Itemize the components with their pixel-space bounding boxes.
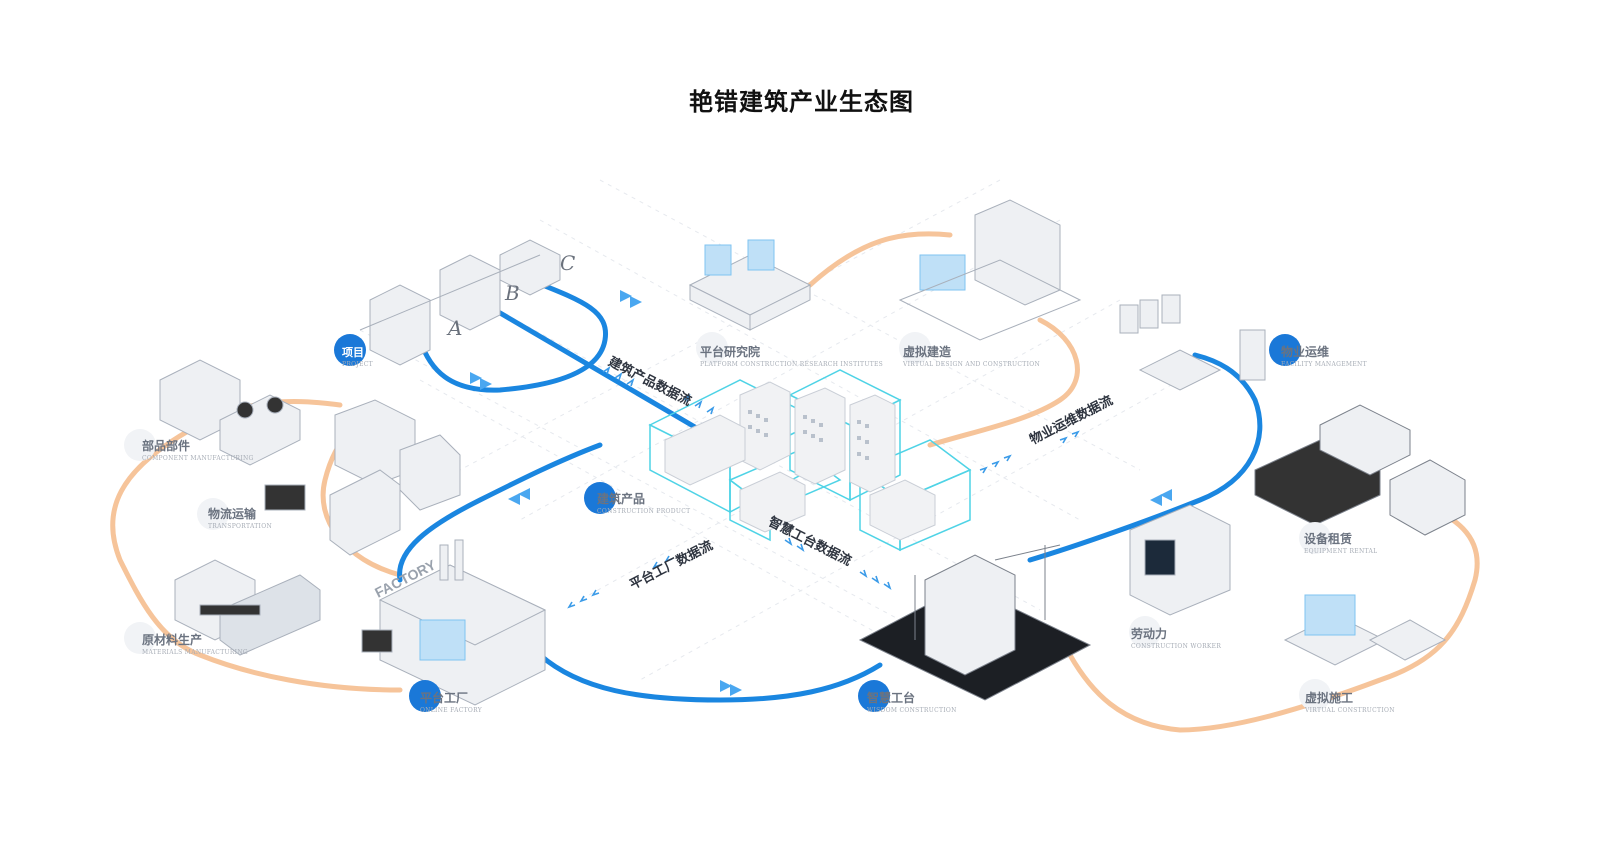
node-product-zh: 建筑产品 bbox=[597, 492, 646, 506]
node-materials: 原材料生产 MATERIALS MANUFACTURING bbox=[142, 631, 248, 656]
node-equipment: 设备租赁 EQUIPMENT RENTAL bbox=[1304, 530, 1377, 555]
node-property-en: FACILITY MANAGEMENT bbox=[1281, 361, 1367, 368]
scene-equipment bbox=[1254, 404, 1466, 536]
scene-factory bbox=[361, 539, 547, 706]
node-badges bbox=[334, 334, 1301, 712]
node-research-en: PLATFORM CONSTRUCTION RESEARCH INSTITUTE… bbox=[700, 361, 884, 368]
node-components: 部品部件 COMPONENT MANUFACTURING bbox=[142, 437, 254, 462]
node-halos bbox=[124, 332, 1331, 711]
node-project: 项目 PROJECT bbox=[342, 344, 373, 368]
node-materials-en: MATERIALS MANUFACTURING bbox=[142, 649, 248, 656]
node-research-zh: 平台研究院 bbox=[700, 345, 761, 359]
node-smart: 智慧工台 WISDOM CONSTRUCTION bbox=[867, 689, 957, 714]
node-virtual-design-en: VIRTUAL DESIGN AND CONSTRUCTION bbox=[903, 361, 1041, 368]
data-flow-arrows bbox=[567, 366, 1080, 609]
node-virtual-build-en: VIRTUAL CONSTRUCTION bbox=[1305, 707, 1395, 714]
node-smart-zh: 智慧工台 bbox=[867, 691, 916, 705]
node-project-en: PROJECT bbox=[342, 361, 373, 368]
grid-label-b: B bbox=[504, 281, 520, 305]
node-logistics: 物流运输 TRANSPORTATION bbox=[208, 505, 272, 530]
node-logistics-en: TRANSPORTATION bbox=[208, 523, 273, 530]
scene-components bbox=[159, 359, 301, 466]
page-title: 艳错建筑产业生态图 bbox=[689, 88, 914, 116]
scene-property bbox=[1119, 294, 1266, 391]
scene-virtual-build bbox=[1283, 594, 1447, 666]
grid-label-c: C bbox=[560, 251, 575, 275]
node-materials-zh: 原材料生产 bbox=[142, 633, 203, 647]
flow-markers bbox=[470, 290, 1172, 696]
scene-project bbox=[359, 239, 561, 366]
node-equipment-en: EQUIPMENT RENTAL bbox=[1304, 548, 1378, 555]
node-labor-en: CONSTRUCTION WORKER bbox=[1131, 643, 1222, 650]
node-labor-zh: 劳动力 bbox=[1131, 627, 1168, 641]
node-components-zh: 部品部件 bbox=[142, 439, 191, 453]
scene-logistics bbox=[264, 399, 461, 556]
scene-smart-site bbox=[858, 544, 1092, 701]
node-factory-en: ONLINE FACTORY bbox=[420, 707, 483, 714]
node-factory: 平台工厂 ONLINE FACTORY bbox=[420, 689, 482, 714]
scene-virtual-design bbox=[898, 199, 1082, 341]
city-buildings bbox=[664, 381, 936, 541]
node-research: 平台研究院 PLATFORM CONSTRUCTION RESEARCH INS… bbox=[700, 343, 883, 368]
node-product: 建筑产品 CONSTRUCTION PRODUCT bbox=[597, 490, 690, 515]
node-labor: 劳动力 CONSTRUCTION WORKER bbox=[1131, 625, 1221, 650]
blue-data-flows bbox=[397, 277, 1263, 703]
node-virtual-build-zh: 虚拟施工 bbox=[1305, 691, 1354, 705]
node-product-en: CONSTRUCTION PRODUCT bbox=[597, 508, 691, 515]
scene-labor bbox=[1129, 504, 1231, 616]
node-property: 物业运维 FACILITY MANAGEMENT bbox=[1281, 343, 1367, 368]
node-logistics-zh: 物流运输 bbox=[208, 507, 257, 521]
scene-research bbox=[688, 239, 812, 331]
scene-materials bbox=[174, 559, 321, 656]
grid-label-a: A bbox=[446, 316, 462, 340]
node-virtual-design: 虚拟建造 VIRTUAL DESIGN AND CONSTRUCTION bbox=[903, 343, 1040, 368]
node-property-zh: 物业运维 bbox=[1281, 345, 1330, 359]
node-project-zh: 项目 bbox=[342, 346, 364, 359]
city-windows bbox=[748, 410, 869, 460]
node-smart-en: WISDOM CONSTRUCTION bbox=[867, 707, 957, 714]
node-equipment-zh: 设备租赁 bbox=[1304, 532, 1353, 546]
node-factory-zh: 平台工厂 bbox=[420, 691, 469, 705]
node-components-en: COMPONENT MANUFACTURING bbox=[142, 455, 254, 462]
node-virtual-build: 虚拟施工 VIRTUAL CONSTRUCTION bbox=[1305, 689, 1395, 714]
node-virtual-design-zh: 虚拟建造 bbox=[903, 345, 952, 359]
